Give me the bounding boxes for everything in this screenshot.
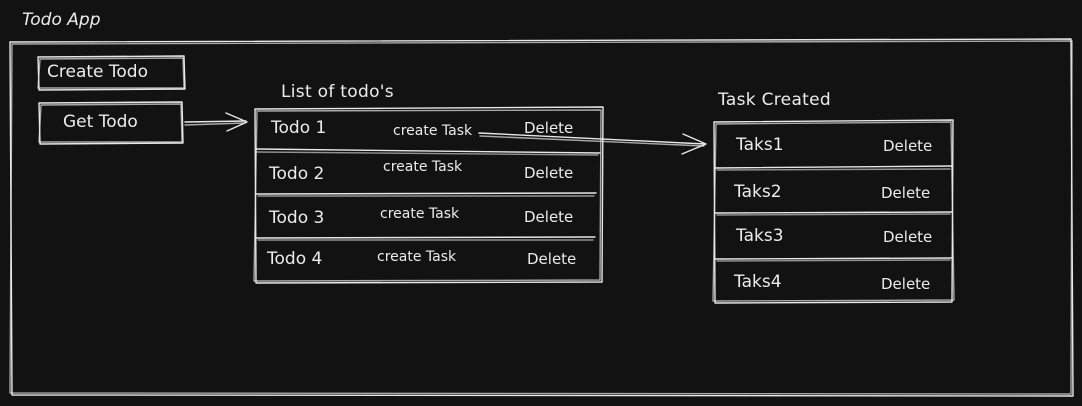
task-list-title: Task Created [718, 90, 831, 110]
delete-todo-link[interactable]: Delete [524, 164, 574, 182]
delete-task-link[interactable]: Delete [881, 275, 931, 293]
todo-name: Todo 4 [267, 249, 323, 269]
arrow-todo-to-tasks [478, 132, 707, 155]
create-todo-button-outline [37, 55, 186, 91]
app-frame [9, 38, 1074, 397]
delete-todo-link[interactable]: Delete [524, 119, 574, 137]
get-todo-button-outline [38, 101, 184, 145]
delete-task-link[interactable]: Delete [881, 184, 931, 202]
todo-name: Todo 1 [271, 118, 327, 138]
todo-name: Todo 2 [269, 164, 325, 184]
create-todo-button-label: Create Todo [47, 62, 148, 82]
delete-todo-link[interactable]: Delete [524, 208, 574, 226]
create-task-link[interactable]: create Task [377, 249, 457, 265]
delete-task-link[interactable]: Delete [883, 137, 933, 155]
app-title: Todo App [22, 10, 101, 30]
arrow-get-to-list [184, 112, 248, 132]
task-name: Taks1 [736, 135, 784, 155]
create-task-link[interactable]: create Task [380, 206, 460, 222]
delete-todo-link[interactable]: Delete [527, 250, 577, 268]
create-task-link[interactable]: create Task [393, 123, 473, 139]
get-todo-button-label: Get Todo [63, 112, 138, 132]
task-name: Taks3 [736, 226, 784, 246]
todo-name: Todo 3 [269, 208, 325, 228]
todo-list-box [253, 106, 604, 284]
create-task-link[interactable]: create Task [383, 159, 463, 175]
delete-task-link[interactable]: Delete [883, 228, 933, 246]
task-name: Taks2 [734, 182, 782, 202]
todo-list-title: List of todo's [281, 82, 394, 102]
task-name: Taks4 [734, 272, 782, 292]
task-list-box [712, 119, 955, 304]
